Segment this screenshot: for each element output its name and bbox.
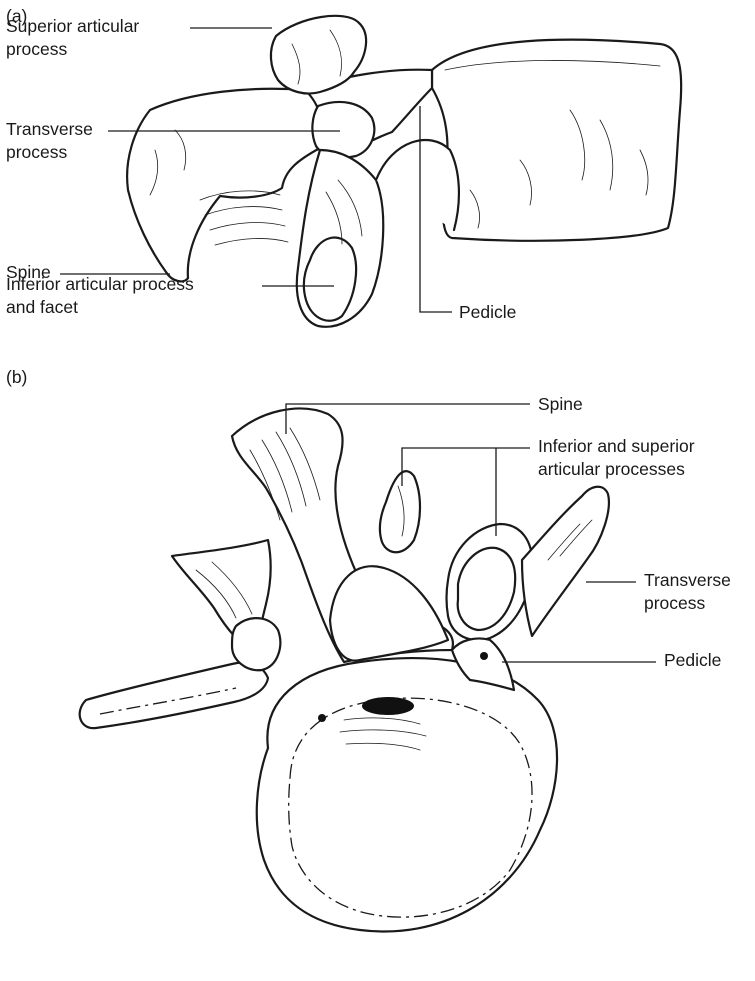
label-transverse-b-1: Transverse (644, 570, 731, 590)
pedicle-foramen (480, 652, 488, 660)
label-superior-articular-2: process (6, 39, 68, 59)
label-inferior-articular-2: and facet (6, 297, 78, 317)
nutrient-foramen (362, 697, 414, 715)
left-transverse-process-oblique (80, 663, 268, 729)
leader-articular-left (402, 448, 530, 486)
left-pedicle-foramen (318, 714, 326, 722)
vertebral-notch (376, 140, 459, 230)
panel-a: (a) Superior articular (6, 6, 681, 327)
vertebra-lateral-drawing (127, 16, 681, 327)
label-pedicle-a: Pedicle (459, 302, 516, 322)
vertebral-body-oblique (257, 658, 557, 931)
label-inferior-articular-1: Inferior articular process (6, 274, 194, 294)
superior-articular-process-oblique (380, 471, 420, 552)
label-articular-b-1: Inferior and superior (538, 436, 695, 456)
panel-b-tag: (b) (6, 367, 27, 387)
right-transverse-process-oblique (522, 487, 609, 636)
label-transverse-a-2: process (6, 142, 68, 162)
left-articular-process (232, 618, 280, 670)
label-spine-b: Spine (538, 394, 583, 414)
panel-b: (b) (6, 367, 731, 932)
label-transverse-b-2: process (644, 593, 706, 613)
label-articular-b-2: articular processes (538, 459, 685, 479)
label-superior-articular-1: Superior articular (6, 16, 139, 36)
vertebral-body-lateral (432, 40, 681, 241)
label-transverse-a-1: Transverse (6, 119, 93, 139)
vertebra-oblique-drawing (80, 409, 609, 932)
transverse-and-spine-lateral (127, 89, 322, 282)
label-pedicle-b: Pedicle (664, 650, 721, 670)
vertebral-foramen (330, 566, 448, 660)
